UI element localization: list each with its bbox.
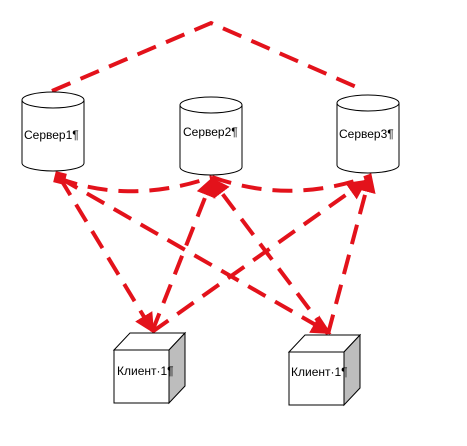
connections: [51, 20, 376, 336]
link-client1-server2: [150, 176, 216, 333]
client-2-pilcrow: ¶: [341, 365, 347, 379]
link-client1-server3: [150, 179, 368, 334]
client-1-pilcrow: ¶: [167, 364, 173, 378]
client-2-label: Клиент·1: [291, 365, 341, 379]
link-server1-client2: [59, 176, 332, 334]
server-1-label: Сервер1: [24, 128, 73, 142]
link-server1-client1: [53, 171, 155, 334]
client-1-cube: Клиент·1¶: [112, 331, 187, 405]
svg-text:Клиент·1¶: Клиент·1¶: [117, 364, 174, 378]
server-3-label: Сервер3: [339, 127, 388, 141]
server-3-pilcrow: ¶: [387, 127, 393, 141]
svg-text:Клиент·1¶: Клиент·1¶: [291, 365, 348, 379]
client-1-label: Клиент·1: [117, 364, 167, 378]
svg-text:Сервер2¶: Сервер2¶: [183, 125, 238, 139]
svg-text:Сервер1¶: Сервер1¶: [24, 128, 79, 142]
curve-server1-server2: [57, 175, 213, 194]
server-2-pilcrow: ¶: [231, 125, 237, 139]
link-client2-server3: [326, 172, 376, 335]
client-2-cube: Клиент·1¶: [287, 333, 362, 407]
server-2-label: Сервер2: [183, 125, 232, 139]
svg-text:Сервер3¶: Сервер3¶: [339, 127, 394, 141]
server-3-cylinder: Сервер3¶: [336, 94, 400, 174]
curve-server2-server3: [211, 174, 371, 193]
top-link-server1-server3: [51, 20, 364, 93]
link-client2-server2: [209, 176, 330, 336]
server-2-cylinder: Сервер2¶: [179, 96, 243, 176]
server-1-cylinder: Сервер1¶: [21, 91, 85, 172]
server-1-pilcrow: ¶: [72, 128, 78, 142]
